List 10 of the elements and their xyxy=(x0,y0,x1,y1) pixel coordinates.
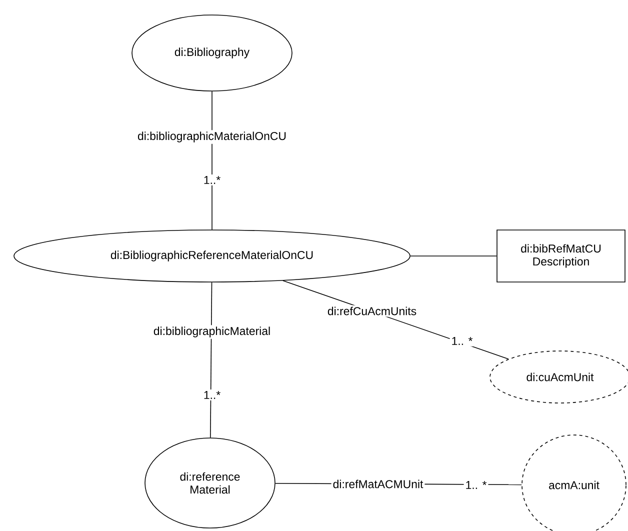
multiplicity-label: 1..* xyxy=(202,174,222,186)
connector-line xyxy=(210,282,212,438)
multiplicity-label: 1..* xyxy=(202,390,222,400)
description-box: di:bibRefMatCU Description xyxy=(496,230,626,282)
multiplicity-label: 1.. * xyxy=(450,336,474,346)
edge-label: di:bibliographicMaterial xyxy=(152,325,272,339)
edge-label: di:refMatACMUnit xyxy=(331,478,425,490)
edge-label: di:bibliographicMaterialOnCU xyxy=(136,130,288,144)
multiplicity-label: 1.. * xyxy=(464,480,488,490)
edge-label: di:refCuAcmUnits xyxy=(326,305,418,317)
